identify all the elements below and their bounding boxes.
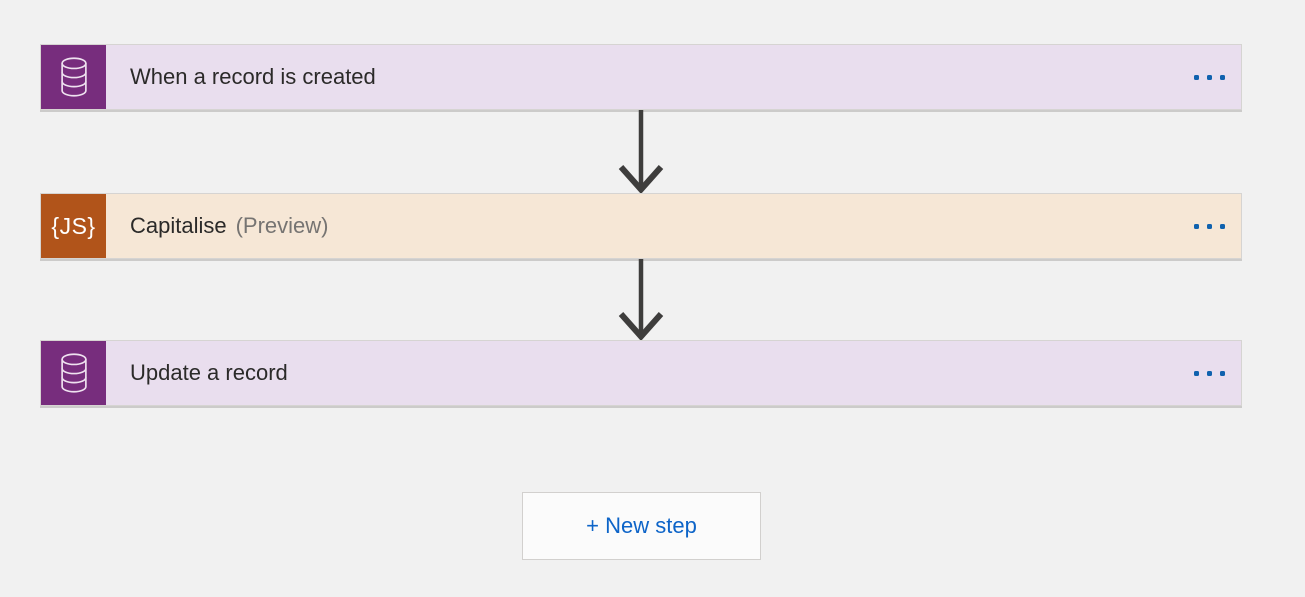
js-code-icon-glyph: {JS} <box>51 212 96 239</box>
step-header: Capitalise (Preview) <box>106 194 1182 258</box>
step-header: When a record is created <box>106 45 1182 109</box>
step-title: Capitalise <box>130 213 227 238</box>
connector-arrow-icon <box>615 259 667 340</box>
step-title: Update a record <box>130 360 288 385</box>
step-menu-button[interactable] <box>1182 341 1241 405</box>
step-menu-button[interactable] <box>1182 45 1241 109</box>
ellipsis-icon <box>1194 74 1225 80</box>
step-title: When a record is created <box>130 64 376 89</box>
step-menu-button[interactable] <box>1182 194 1241 258</box>
new-step-button[interactable]: + New step <box>522 492 761 560</box>
ellipsis-icon <box>1194 370 1225 376</box>
ellipsis-icon <box>1194 223 1225 229</box>
step-header: Update a record <box>106 341 1182 405</box>
trigger-card-when-a-record-is-created[interactable]: When a record is created <box>40 44 1242 110</box>
connector-arrow-icon <box>615 110 667 193</box>
action-card-update-a-record[interactable]: Update a record <box>40 340 1242 406</box>
database-icon <box>41 45 106 109</box>
step-subtitle-preview-badge: (Preview) <box>235 213 329 238</box>
js-code-icon: {JS} <box>41 194 106 258</box>
database-icon <box>41 341 106 405</box>
action-card-capitalise[interactable]: {JS} Capitalise (Preview) <box>40 193 1242 259</box>
